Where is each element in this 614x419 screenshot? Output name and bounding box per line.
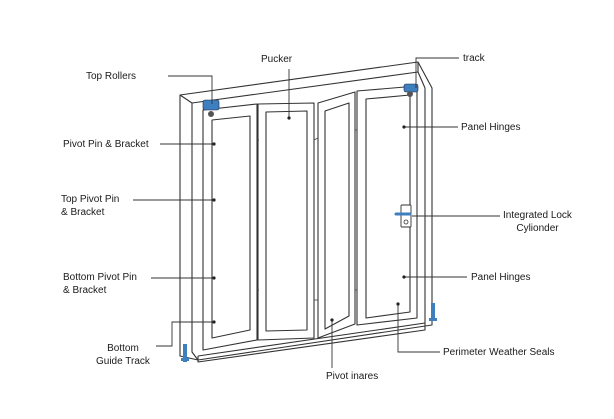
label-integrated-lock-line2: Cylionder xyxy=(516,223,559,234)
label-top-pivot-pin: Top Pivot Pin & Bracket xyxy=(61,193,119,219)
label-top-rollers: Top Rollers xyxy=(86,71,137,82)
frame-depth xyxy=(179,94,199,361)
door-panel-2 xyxy=(257,102,315,341)
frame-jamb xyxy=(197,88,426,357)
label-pivot-inares: Pivot inares xyxy=(326,371,379,382)
leader-weather-seals xyxy=(397,304,440,353)
leader-top-rollers xyxy=(168,75,213,104)
bottom-guide-posts xyxy=(181,303,437,362)
label-integrated-lock-line1: Integrated Lock xyxy=(503,210,572,221)
door-panel-3-glass xyxy=(324,102,350,330)
roller-wheel-left xyxy=(208,111,214,117)
label-bottom-pivot-pin: Bottom Pivot Pin & Bracket xyxy=(63,271,137,297)
label-track: track xyxy=(463,53,485,64)
door-panel-1-glass xyxy=(211,115,251,339)
door-panel-3 xyxy=(317,91,356,339)
label-panel-hinges-bottom: Panel Hinges xyxy=(471,272,531,283)
label-bottom-pivot-line1: Bottom Pivot Pin xyxy=(63,272,137,283)
label-perimeter-weather-seals: Perimeter Weather Seals xyxy=(443,347,555,358)
bottom-sill xyxy=(197,323,426,363)
lock-hardware xyxy=(394,204,412,228)
label-bottom-guide-line2: Guide Track xyxy=(96,356,150,367)
label-panel-hinges-top: Panel Hinges xyxy=(461,122,521,133)
door-panel-1 xyxy=(202,103,258,351)
label-bottom-guide-track: Bottom Guide Track xyxy=(96,342,150,368)
label-top-pivot-line1: Top Pivot Pin xyxy=(61,194,120,205)
top-roller-left xyxy=(202,99,220,111)
label-bottom-guide-line1: Bottom xyxy=(107,343,139,354)
door-panel-4 xyxy=(356,85,418,326)
top-track-hardware xyxy=(202,83,419,117)
label-top-pivot-line2: & Bracket xyxy=(61,207,105,218)
label-pivot-pin-bracket: Pivot Pin & Bracket xyxy=(63,139,149,150)
label-bottom-pivot-line2: & Bracket xyxy=(63,285,107,296)
leader-bottom-guide xyxy=(156,321,214,347)
leader-track xyxy=(415,57,459,88)
door-panel-4-glass xyxy=(365,94,411,319)
roller-wheel-right xyxy=(407,91,413,97)
door-panel-2-glass xyxy=(265,110,308,332)
label-pucker: Pucker xyxy=(261,54,293,65)
label-integrated-lock: Integrated Lock Cylionder xyxy=(503,209,572,235)
